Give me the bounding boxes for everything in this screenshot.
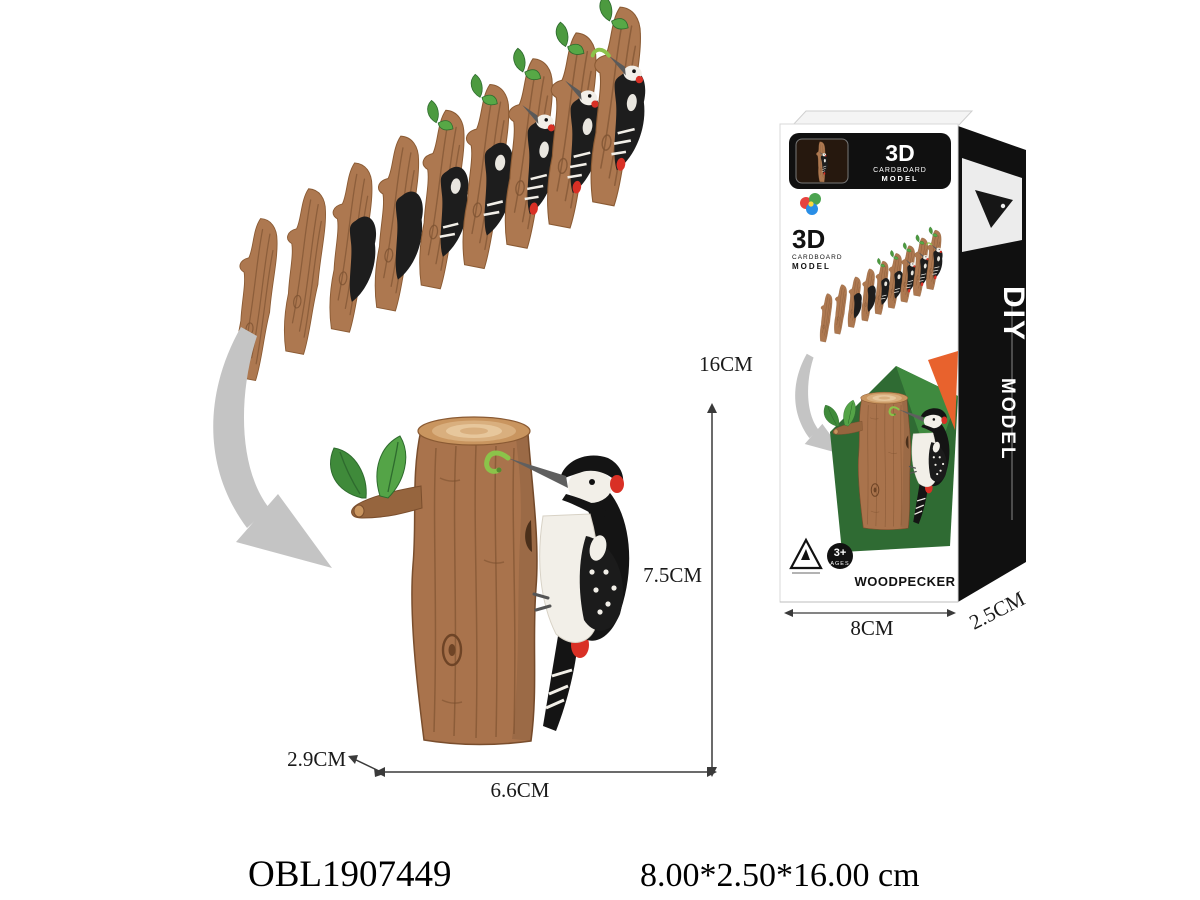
warning-triangle-icon (789, 537, 823, 574)
model-width-label: 6.6CM (491, 778, 550, 802)
model-height-label: 7.5CM (643, 563, 702, 587)
dimension-model-height: 7.5CM (643, 403, 717, 777)
item-code: OBL1907449 (248, 854, 452, 895)
box-height-label: 16CM (699, 352, 753, 376)
assembled-model (330, 417, 629, 745)
box-front-title: 3D (792, 224, 825, 254)
box-model-illustration (822, 351, 958, 552)
age-badge-label: AGES (830, 561, 849, 567)
box-header-line2: MODEL (881, 174, 918, 183)
box-width-label: 8CM (850, 616, 894, 640)
box-header-line1: CARDBOARD (873, 167, 927, 174)
item-size: 8.00*2.50*16.00 cm (640, 857, 920, 894)
box-front-title-block: 3D CARDBOARD MODEL (792, 224, 843, 271)
age-badge: 3+ AGES (827, 543, 853, 569)
dimension-box-width: 8CM (784, 609, 956, 640)
box-product-name: WOODPECKER (854, 574, 955, 589)
box-front-line1: CARDBOARD (792, 254, 843, 261)
model-depth-label: 2.9CM (287, 747, 346, 771)
box-front-line2: MODEL (792, 262, 831, 271)
box-header-band: 3D CARDBOARD MODEL (789, 133, 951, 189)
brand-logo-icon (800, 193, 821, 215)
box-depth-label: 2.5CM (965, 586, 1029, 634)
assembly-arrow-icon (213, 327, 332, 568)
dimension-model-depth: 2.9CM (287, 747, 384, 777)
package-box: DIY MODEL 3D CARDBOARD MODEL 3D CARDBOAR… (779, 110, 1030, 603)
dimension-model-width: 6.6CM (375, 767, 717, 802)
assembly-steps (224, 0, 660, 381)
box-side-subtitle: MODEL (997, 378, 1018, 462)
box-header-title: 3D (885, 140, 914, 166)
age-badge-age: 3+ (834, 547, 847, 559)
box-side-title: DIY (997, 286, 1030, 342)
